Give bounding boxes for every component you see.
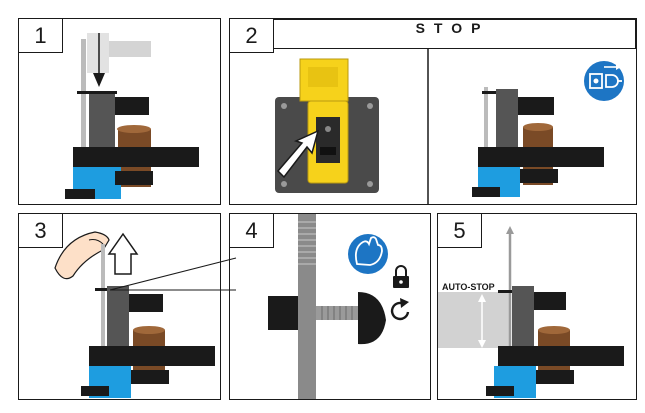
step-4-number: 4	[230, 214, 274, 248]
guard-top-bar	[77, 91, 117, 94]
arm-upper-2	[518, 97, 554, 115]
table-bar	[73, 147, 199, 167]
step-5-illustration	[438, 226, 624, 398]
rotate-icon	[390, 298, 410, 321]
guide-post-light	[87, 33, 109, 73]
switch-rocker	[316, 117, 340, 163]
wear-gloves-icon	[348, 234, 388, 274]
step-2-number: 2	[230, 19, 274, 53]
locking-knob	[358, 292, 386, 345]
guard-top-bar-2	[482, 91, 500, 94]
fence-light	[109, 41, 151, 57]
down-arrow-head	[93, 73, 105, 87]
base-dark	[65, 189, 95, 199]
step-2-panel: 2 S	[229, 18, 637, 205]
table-bar-3	[89, 346, 215, 366]
bolt-shaft	[316, 306, 360, 320]
step-4-panel: 4	[229, 213, 431, 400]
step-2-illustration	[275, 49, 624, 204]
stop-title: STOP	[270, 19, 636, 49]
scale-ticks	[298, 221, 316, 265]
step-1-panel: 1	[18, 18, 221, 205]
auto-stop-zone	[438, 292, 510, 348]
pointer-arrow	[276, 129, 320, 179]
up-arrow	[107, 232, 139, 275]
step-1-illustration	[65, 33, 199, 199]
step-3-number: 3	[19, 214, 63, 248]
hand-illustration	[54, 231, 110, 280]
blade-guard-2	[496, 89, 518, 165]
clamp-block	[115, 171, 153, 185]
guide-post-3	[101, 244, 105, 354]
auto-stop-label: AUTO-STOP	[442, 282, 495, 292]
step-4-illustration	[268, 214, 410, 399]
guide-post-2	[484, 87, 488, 177]
table-bar-2	[478, 147, 604, 167]
step-5-panel: 5 AUTO-STOP	[437, 213, 637, 400]
table-bar-5	[498, 346, 624, 366]
scale-rod	[298, 214, 316, 399]
step-3-panel: 3	[18, 213, 221, 400]
padlock-icon	[393, 265, 409, 288]
bolt-nut-left	[268, 296, 298, 330]
step-3-illustration	[54, 231, 215, 398]
guide-post	[81, 39, 86, 174]
unplug-icon	[584, 61, 624, 101]
step-1-number: 1	[19, 19, 63, 53]
workpiece-top	[117, 125, 151, 133]
arm-upper	[115, 97, 149, 115]
step-5-number: 5	[438, 214, 482, 248]
